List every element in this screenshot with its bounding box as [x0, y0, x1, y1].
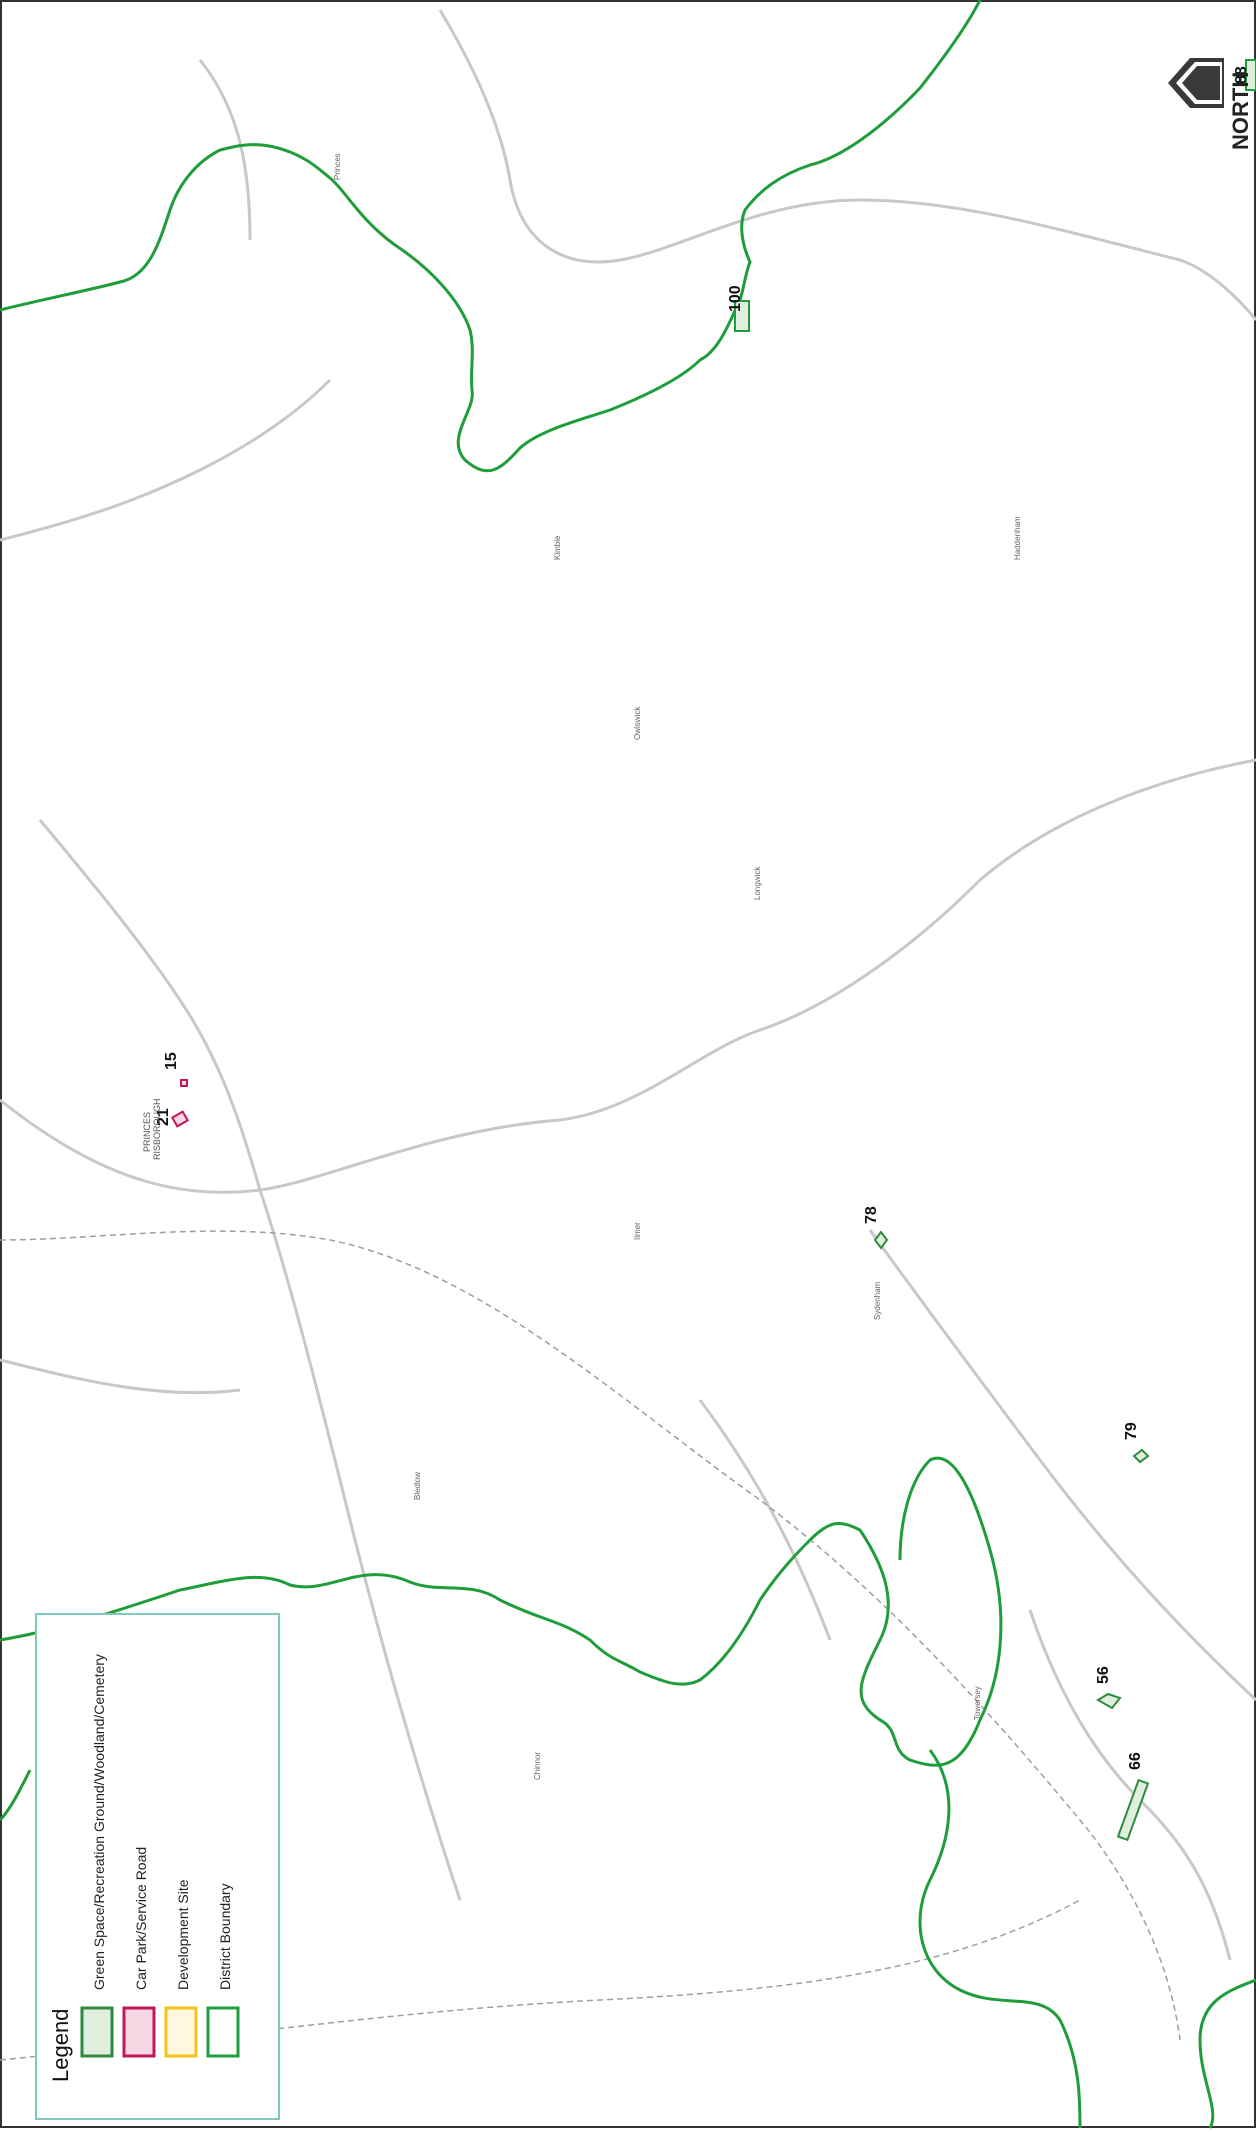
site-label-79: 79: [1123, 1422, 1140, 1440]
site-label-88: 88: [1233, 66, 1250, 84]
legend-swatch-district-boundary: [206, 2006, 240, 2058]
svg-text:Chinnor: Chinnor: [533, 1752, 542, 1780]
legend-label-development-site: Development Site: [175, 1879, 191, 1990]
town-label-line2: RISBOROUGH: [152, 1098, 162, 1160]
svg-text:Longwick: Longwick: [753, 866, 762, 900]
svg-text:Owlswick: Owlswick: [633, 706, 642, 740]
site-label-56: 56: [1095, 1666, 1112, 1684]
site-79-shape[interactable]: [1132, 1448, 1150, 1464]
north-label: NORTH: [1228, 72, 1253, 150]
legend: Legend Green Space/Recreation Ground/Woo…: [35, 1613, 280, 2120]
place-labels: Princes Kimble Owlswick Longwick Ilmer B…: [333, 153, 1022, 1780]
legend-swatch-development-site: [164, 2006, 198, 2058]
site-100-shape[interactable]: [734, 300, 750, 332]
site-label-21: 21: [155, 1108, 172, 1126]
site-label-78: 78: [863, 1206, 880, 1224]
north-arrow: NORTH: [1168, 58, 1253, 150]
site-56-shape[interactable]: [1096, 1692, 1122, 1710]
site-88-shape[interactable]: [1245, 59, 1256, 91]
legend-swatch-green-space: [80, 2006, 114, 2058]
site-markers: [170, 59, 1256, 1842]
site-15-shape[interactable]: [180, 1079, 188, 1087]
svg-text:Kimble: Kimble: [553, 535, 562, 560]
svg-text:Sydenham: Sydenham: [873, 1281, 882, 1320]
legend-label-district-boundary: District Boundary: [217, 1883, 233, 1990]
svg-text:Haddenham: Haddenham: [1013, 516, 1022, 560]
site-21-shape[interactable]: [170, 1110, 190, 1128]
site-labels: 15 21 100 78 79 56 66 88: [155, 66, 1250, 1770]
legend-title: Legend: [48, 2009, 73, 2082]
site-label-15: 15: [163, 1052, 180, 1070]
site-78-shape[interactable]: [873, 1230, 889, 1250]
town-label: PRINCES RISBOROUGH: [142, 1098, 162, 1160]
legend-label-car-park: Car Park/Service Road: [133, 1847, 149, 1990]
site-label-100: 100: [727, 285, 744, 312]
svg-text:Bledlow: Bledlow: [413, 1472, 422, 1500]
site-label-66: 66: [1127, 1752, 1144, 1770]
town-label-line1: PRINCES: [142, 1112, 152, 1152]
svg-text:Ilmer: Ilmer: [633, 1222, 642, 1240]
roads: [0, 9, 1256, 1961]
site-66-shape[interactable]: [1116, 1778, 1150, 1842]
legend-label-green-space: Green Space/Recreation Ground/Woodland/C…: [91, 1654, 107, 1990]
legend-swatch-car-park: [122, 2006, 156, 2058]
svg-text:Towersey: Towersey: [973, 1686, 982, 1720]
svg-text:Princes: Princes: [333, 153, 342, 180]
